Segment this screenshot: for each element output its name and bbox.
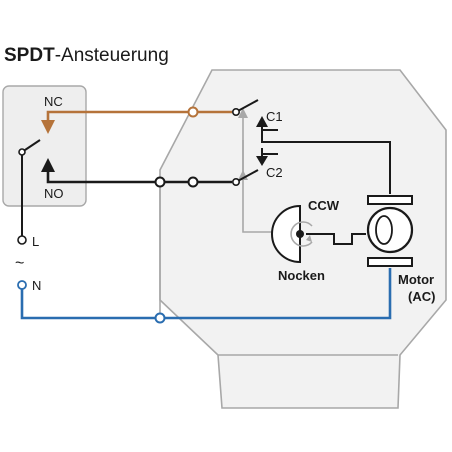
controller-pivot	[18, 148, 26, 156]
junction-nc	[187, 106, 199, 118]
label-l: L	[32, 234, 39, 249]
terminal-l	[17, 235, 27, 245]
n-wire	[20, 268, 392, 320]
cam-motor-coupling	[306, 233, 366, 245]
cam-body	[271, 204, 301, 264]
no-arrowhead	[41, 158, 55, 172]
cam	[271, 204, 313, 264]
c1-contact-arrow	[256, 116, 268, 127]
label-ac-tilde: ~	[15, 255, 24, 272]
label-c1: C1	[266, 109, 283, 124]
motor-feed-wires	[261, 130, 391, 194]
junction-n	[154, 312, 166, 324]
label-c2: C2	[266, 165, 283, 180]
controller-box	[2, 85, 87, 207]
c2-contact-arrow	[256, 156, 268, 166]
motor	[366, 195, 414, 267]
label-no: NO	[44, 186, 64, 201]
nc-arrowhead	[41, 120, 55, 134]
ccw-arrow-icon	[290, 221, 313, 247]
gray-arrow-c1	[238, 108, 248, 118]
nc-wire	[46, 110, 232, 122]
terminal-n	[17, 280, 27, 290]
motor-rotor	[375, 215, 393, 245]
label-nc: NC	[44, 94, 63, 109]
title-rest: -Ansteuerung	[55, 45, 169, 66]
label-motor: Motor	[398, 272, 434, 287]
label-ccw: CCW	[308, 198, 340, 213]
motor-brush-bottom	[367, 257, 413, 267]
label-ac: (AC)	[408, 289, 435, 304]
label-nocken: Nocken	[278, 268, 325, 283]
cam-hub	[296, 230, 304, 238]
title-bold: SPDT	[4, 45, 55, 66]
junction-no-right	[187, 176, 199, 188]
junction-no-left	[154, 176, 166, 188]
diagram-title: SPDT-Ansteuerung	[4, 45, 169, 66]
ccw-arrowhead-icon	[306, 235, 312, 242]
c1-pivot	[232, 108, 241, 117]
label-n: N	[32, 278, 41, 293]
motor-brush-top	[367, 195, 413, 205]
c2-pivot	[232, 178, 241, 187]
